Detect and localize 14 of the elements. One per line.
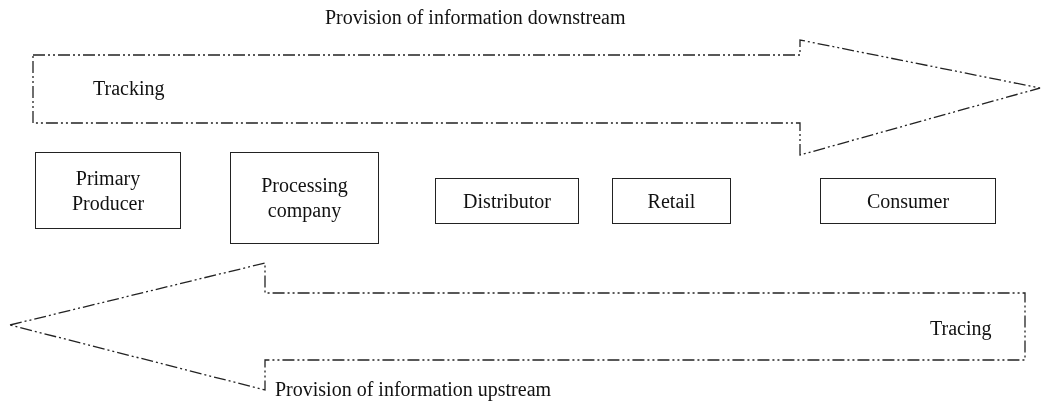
arrow-label: Tracking [93,76,165,100]
box-label: Consumer [865,188,951,214]
process-box [435,178,579,224]
box-label: Retail [646,188,697,214]
arrow-label: Tracing [930,316,992,340]
process-box [820,178,996,224]
box-label: Primary Producer [70,165,146,216]
process-box [612,178,731,224]
arrow-heading: Provision of information downstream [325,5,626,29]
process-box [230,152,379,244]
box-label: Processing company [260,173,349,223]
process-box [35,152,181,229]
box-label: Distributor [462,188,552,214]
arrow-heading: Provision of information upstream [275,377,552,401]
